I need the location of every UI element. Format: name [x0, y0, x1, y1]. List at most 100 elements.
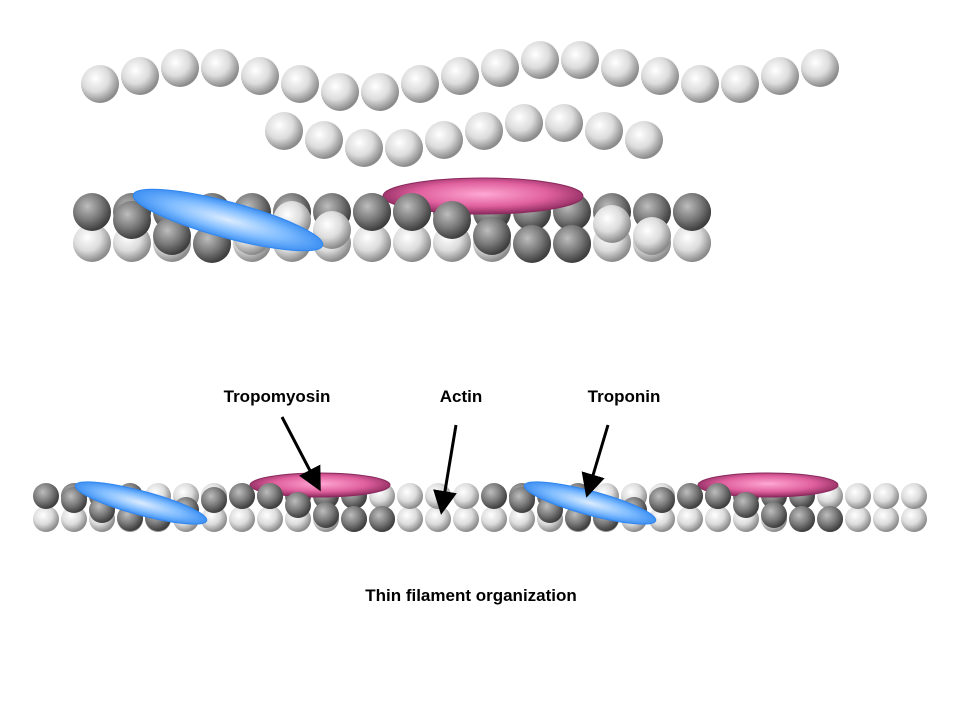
actin-monomer-icon [425, 121, 463, 159]
actin-monomer-icon [257, 483, 283, 509]
arrow-troponin [581, 424, 610, 498]
actin-monomer-icon [513, 225, 551, 263]
actin-monomer-icon [845, 483, 871, 509]
actin-monomer-icon [641, 57, 679, 95]
actin-monomer-icon [229, 506, 255, 532]
actin-monomer-icon [121, 57, 159, 95]
caption: Thin filament organization [365, 586, 577, 605]
actin-monomer-icon [585, 112, 623, 150]
actin-monomer-icon [789, 506, 815, 532]
actin-monomer-icon [385, 129, 423, 167]
actin-monomer-icon [341, 506, 367, 532]
actin-monomer-icon [465, 112, 503, 150]
arrow-tropomyosin [280, 416, 321, 492]
actin-monomer-icon [33, 483, 59, 509]
actin-monomer-icon [673, 224, 711, 262]
actin-monomer-icon [481, 49, 519, 87]
actin-monomer-icon [313, 211, 351, 249]
actin-monomer-icon [845, 506, 871, 532]
actin-monomer-icon [73, 193, 111, 231]
actin-monomer-icon [673, 193, 711, 231]
arrow-actin [433, 424, 458, 515]
tropomyosin-icon [132, 188, 324, 252]
actin-monomer-icon [113, 201, 151, 239]
assembled-filament-bottom [33, 472, 927, 532]
label-tropomyosin: Tropomyosin [224, 387, 331, 406]
actin-monomer-icon [229, 483, 255, 509]
actin-monomer-icon [677, 506, 703, 532]
actin-monomer-icon [257, 506, 283, 532]
actin-strand-middle [265, 104, 663, 167]
actin-monomer-icon [817, 506, 843, 532]
actin-monomer-icon [873, 506, 899, 532]
actin-monomer-icon [705, 506, 731, 532]
actin-monomer-icon [453, 506, 479, 532]
actin-monomer-icon [353, 193, 391, 231]
actin-monomer-icon [481, 506, 507, 532]
actin-monomer-icon [733, 492, 759, 518]
actin-monomer-icon [73, 224, 111, 262]
actin-monomer-icon [481, 483, 507, 509]
actin-monomer-icon [633, 217, 671, 255]
actin-monomer-icon [453, 483, 479, 509]
actin-monomer-icon [161, 49, 199, 87]
tropomyosin-icon [74, 481, 208, 525]
troponin-icon [382, 177, 584, 215]
actin-monomer-icon [561, 41, 599, 79]
actin-monomer-icon [901, 506, 927, 532]
actin-monomer-icon [33, 506, 59, 532]
actin-monomer-icon [393, 224, 431, 262]
actin-strand-top [81, 41, 839, 111]
actin-monomer-icon [681, 65, 719, 103]
actin-monomer-icon [509, 506, 535, 532]
label-actin: Actin [440, 387, 483, 406]
actin-monomer-icon [393, 193, 431, 231]
actin-monomer-icon [153, 217, 191, 255]
actin-monomer-icon [425, 506, 451, 532]
label-troponin: Troponin [588, 387, 661, 406]
actin-monomer-icon [649, 506, 675, 532]
actin-monomer-icon [601, 49, 639, 87]
actin-monomer-icon [873, 483, 899, 509]
actin-monomer-icon [81, 65, 119, 103]
actin-monomer-icon [313, 502, 339, 528]
actin-monomer-icon [201, 49, 239, 87]
actin-monomer-icon [321, 73, 359, 111]
actin-monomer-icon [401, 65, 439, 103]
actin-monomer-icon [397, 483, 423, 509]
actin-monomer-icon [509, 487, 535, 513]
actin-monomer-icon [677, 483, 703, 509]
assembled-filament-top [73, 177, 711, 263]
actin-monomer-icon [201, 487, 227, 513]
actin-monomer-icon [281, 65, 319, 103]
actin-monomer-icon [441, 57, 479, 95]
actin-monomer-icon [201, 506, 227, 532]
actin-monomer-icon [61, 506, 87, 532]
actin-monomer-icon [801, 49, 839, 87]
actin-monomer-icon [545, 104, 583, 142]
actin-monomer-icon [61, 487, 87, 513]
actin-monomer-icon [505, 104, 543, 142]
actin-monomer-icon [625, 121, 663, 159]
actin-monomer-icon [521, 41, 559, 79]
actin-monomer-icon [593, 205, 631, 243]
actin-monomer-icon [241, 57, 279, 95]
actin-monomer-icon [901, 483, 927, 509]
actin-monomer-icon [265, 112, 303, 150]
actin-monomer-icon [649, 487, 675, 513]
actin-monomer-icon [433, 201, 471, 239]
actin-monomer-icon [345, 129, 383, 167]
actin-monomer-icon [369, 506, 395, 532]
actin-monomer-icon [721, 65, 759, 103]
actin-monomer-icon [473, 217, 511, 255]
actin-monomer-icon [305, 121, 343, 159]
actin-monomer-icon [285, 492, 311, 518]
actin-monomer-icon [761, 57, 799, 95]
troponin-icon [697, 472, 839, 498]
actin-monomer-icon [361, 73, 399, 111]
actin-monomer-icon [353, 224, 391, 262]
actin-monomer-icon [761, 502, 787, 528]
actin-monomer-icon [553, 225, 591, 263]
actin-monomer-icon [705, 483, 731, 509]
